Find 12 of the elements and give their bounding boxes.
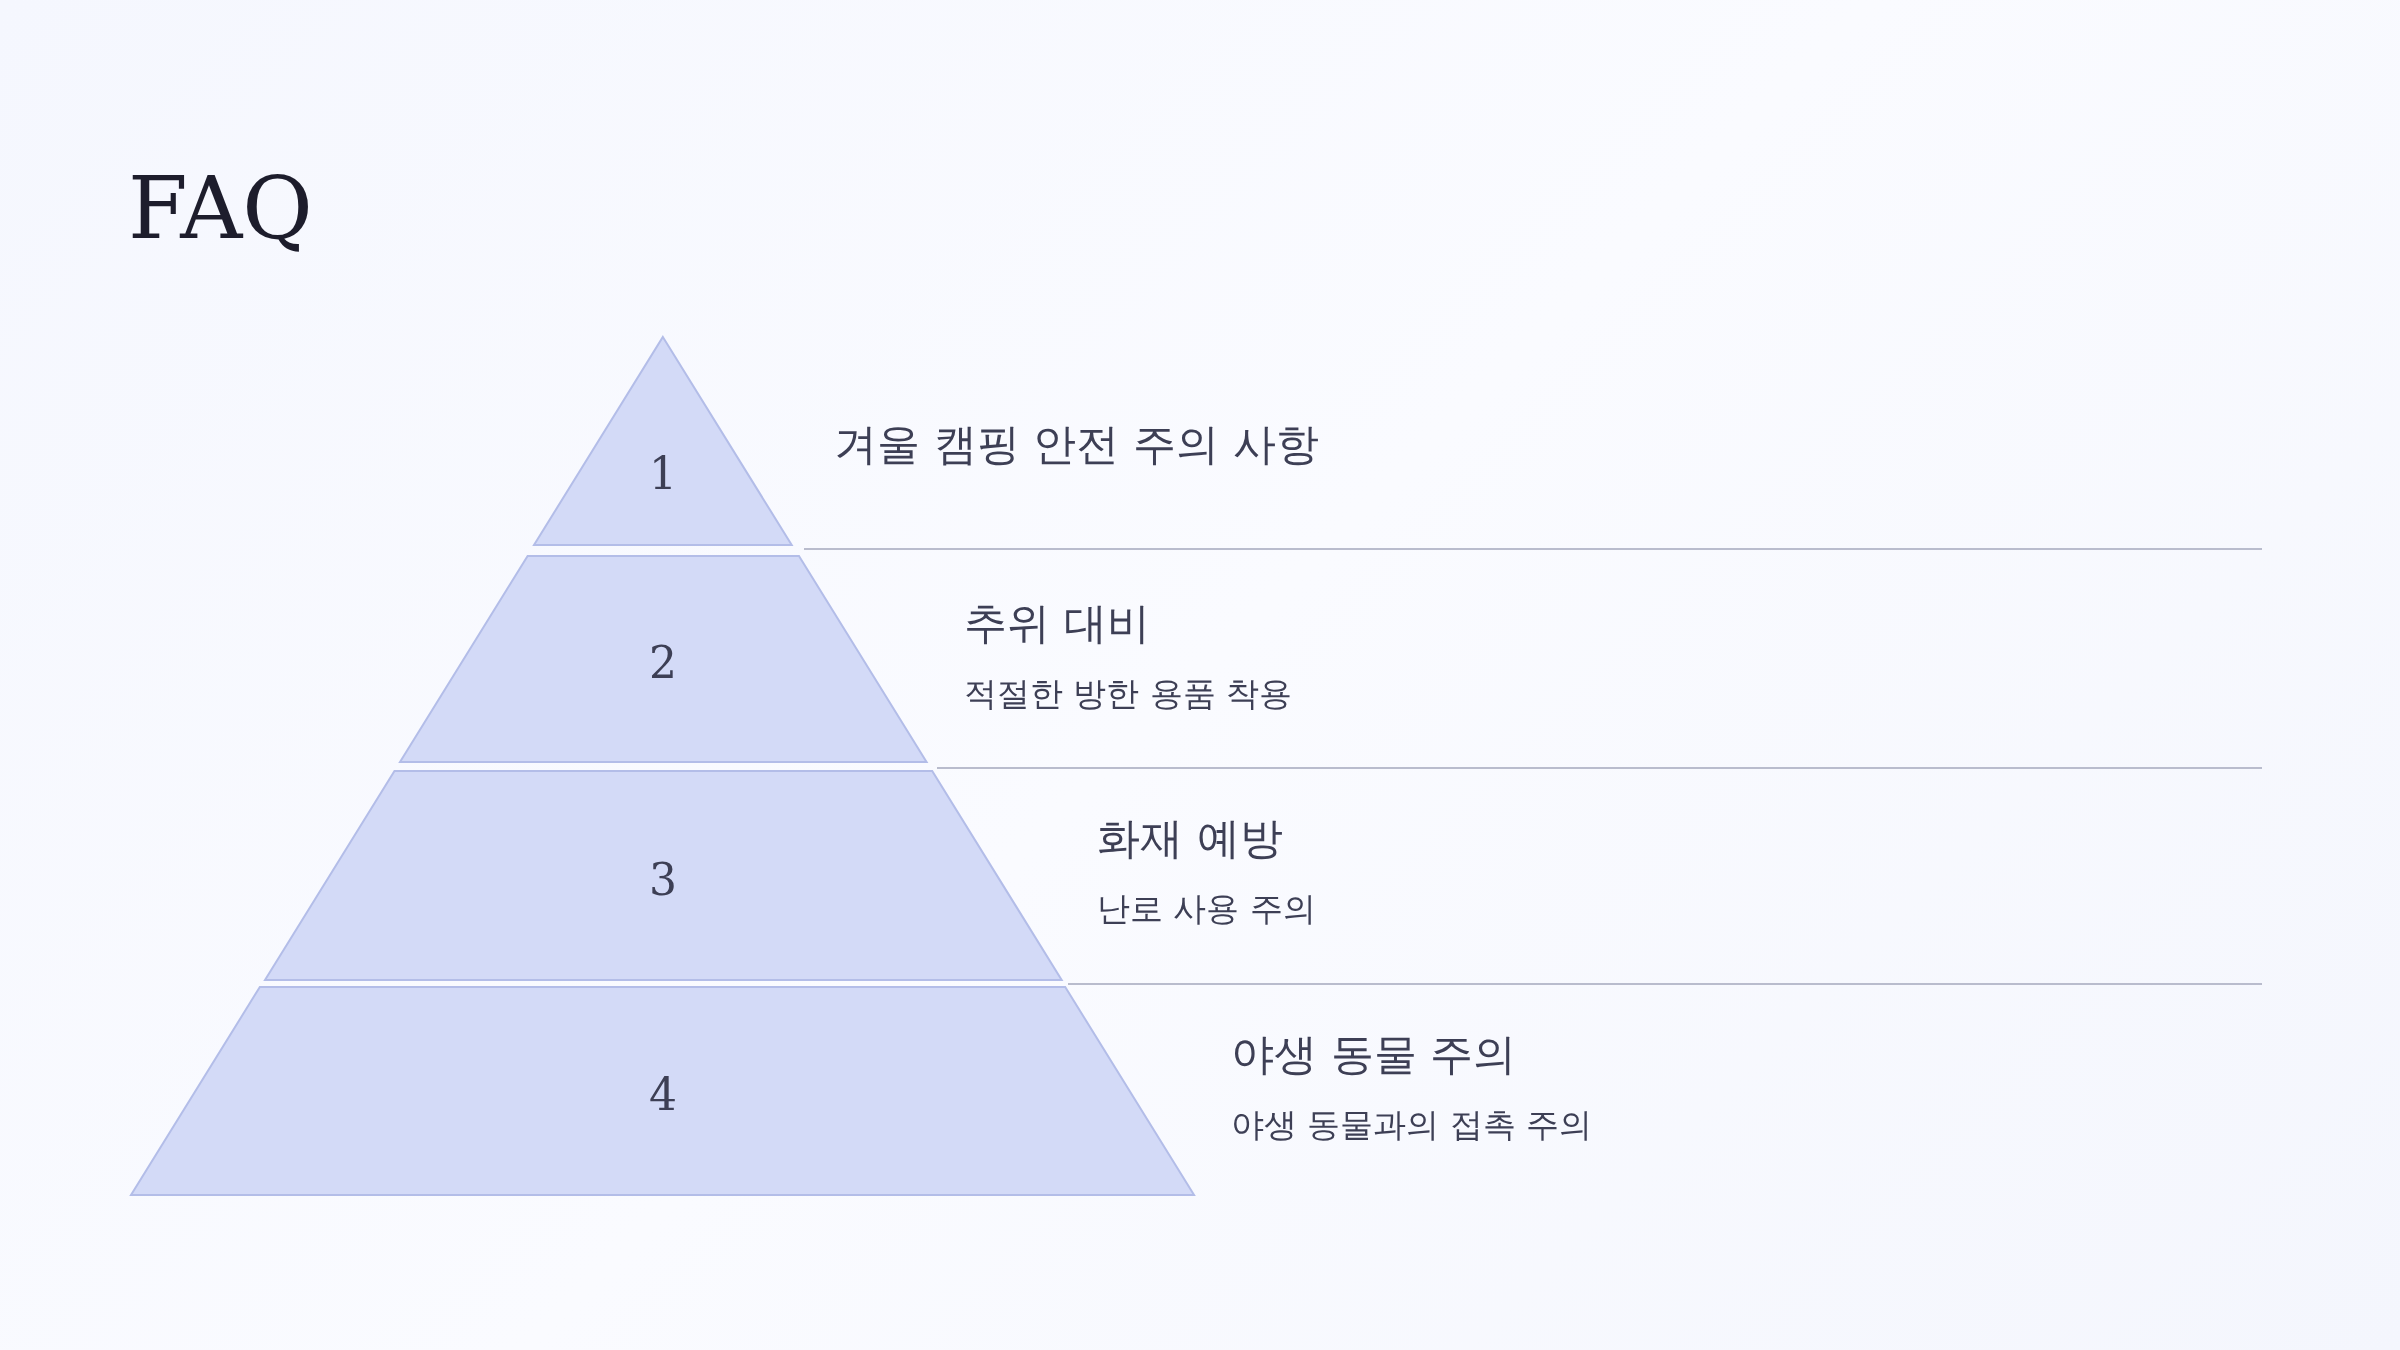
item-heading: 겨울 캠핑 안전 주의 사항 [834, 422, 1319, 466]
level-number: 2 [649, 641, 677, 686]
item-heading: 화재 예방 [1097, 816, 1283, 860]
item-description: 야생 동물과의 접촉 주의 [1231, 1107, 1593, 1141]
item-heading: 추위 대비 [964, 601, 1150, 645]
item-description: 난로 사용 주의 [1097, 891, 1316, 925]
level-number: 1 [649, 452, 677, 497]
level-number: 3 [649, 857, 677, 902]
item-description: 적절한 방한 용품 착용 [964, 676, 1293, 710]
page-title: FAQ [128, 165, 313, 251]
level-number: 4 [649, 1073, 677, 1118]
item-heading: 야생 동물 주의 [1231, 1032, 1517, 1076]
